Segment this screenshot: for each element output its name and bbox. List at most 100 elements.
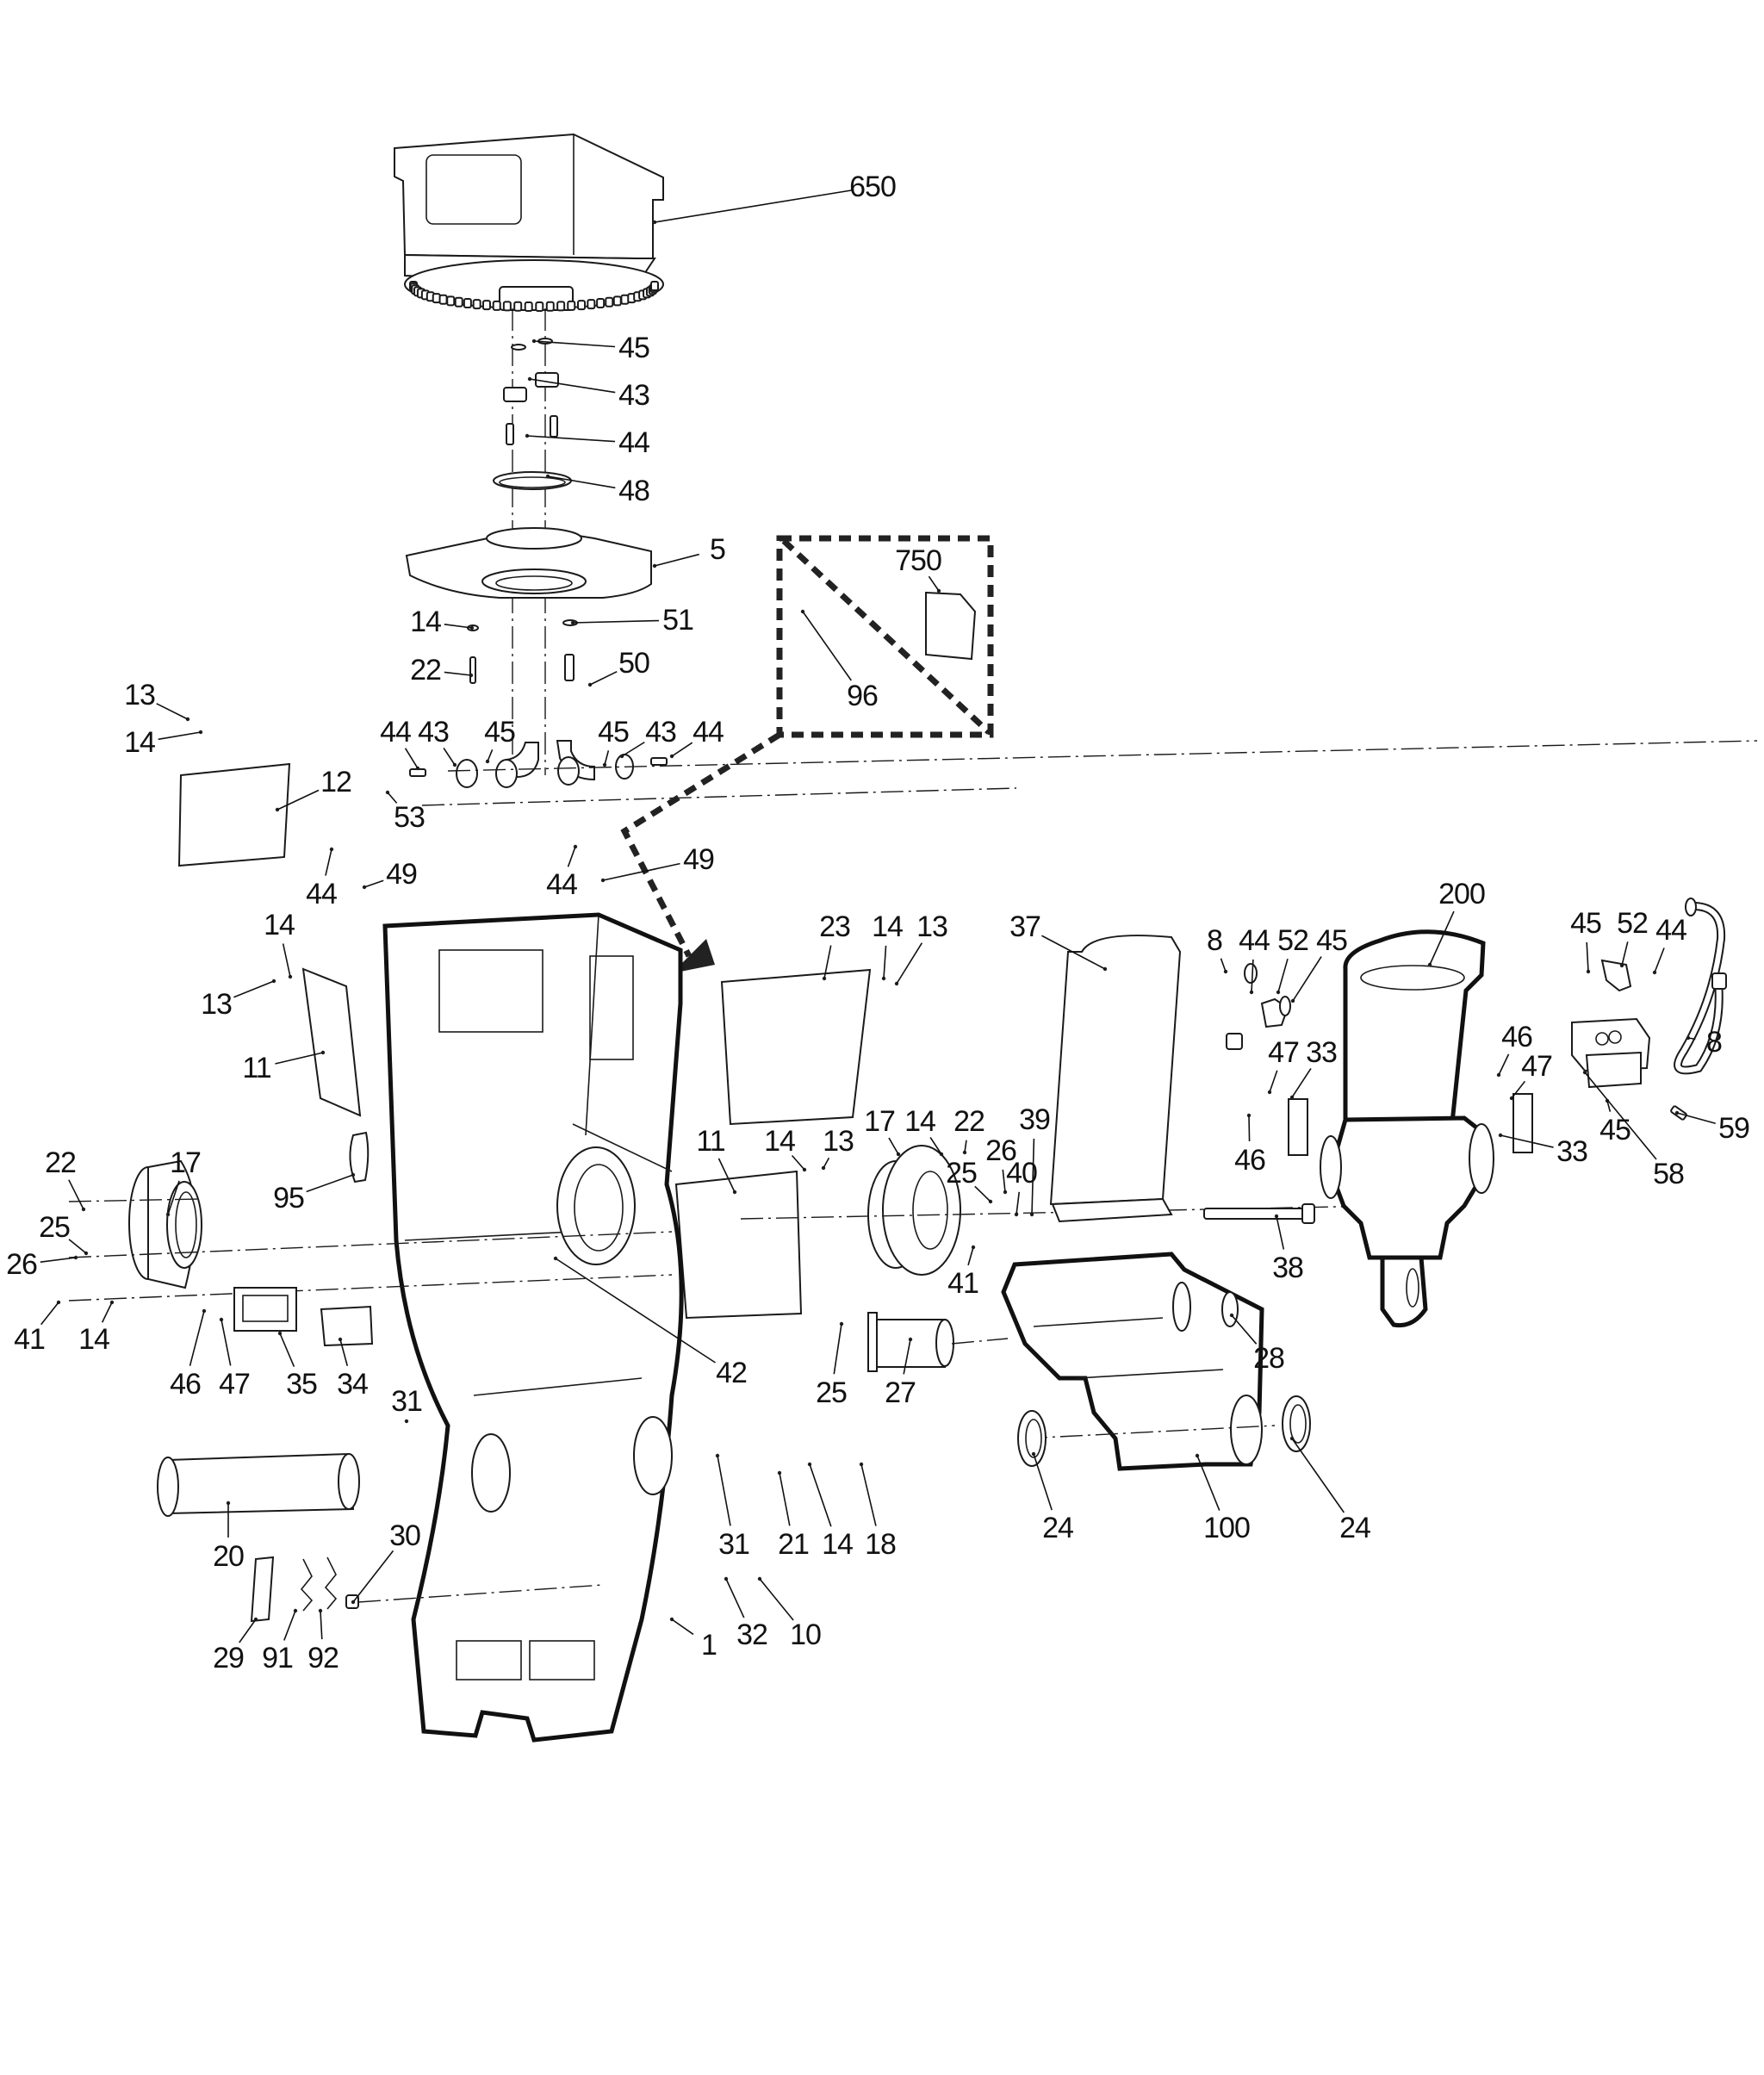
leader-line-13 [156,703,189,720]
callout-53: 53 [394,801,425,834]
callout-41: 41 [14,1323,46,1356]
adapter-plate [405,527,652,684]
bushing-right [740,1145,1379,1276]
leader-line-17 [167,1180,180,1215]
leader-line-43 [443,747,456,766]
callout-39: 39 [1019,1103,1051,1136]
callout-50: 50 [618,647,650,680]
elbow-52-right [1600,959,1632,992]
callout-22: 22 [45,1146,77,1179]
callout-14: 14 [872,910,904,943]
callout-29: 29 [213,1642,245,1674]
leader-line-750 [928,575,940,592]
leader-line-37 [1041,935,1106,970]
callout-45: 45 [1570,907,1602,940]
callout-11: 11 [696,1125,725,1158]
leader-line-46 [1498,1053,1510,1076]
leader-line-24 [1033,1453,1053,1511]
leader-line-58 [1584,1072,1657,1160]
leader-line-45 [1292,956,1322,1002]
leader-line-44 [1654,947,1665,973]
callout-59: 59 [1718,1112,1750,1145]
leader-line-29 [239,1618,257,1643]
leader-line-53 [387,792,398,804]
leader-line-35 [279,1333,295,1368]
elbow-52-left [1260,996,1291,1028]
callout-200: 200 [1438,878,1486,910]
callout-22: 22 [410,654,442,686]
callout-49: 49 [683,843,715,876]
hose-8-right [1674,898,1727,1075]
leader-line-200 [1429,910,1455,966]
valve-block-58 [1571,1017,1687,1121]
callout-25: 25 [39,1211,71,1244]
callout-38: 38 [1272,1252,1304,1284]
leader-line-47 [220,1319,232,1366]
callout-8: 8 [1706,1026,1723,1059]
leader-line-21 [779,1472,791,1526]
leader-line-92 [320,1610,323,1640]
leader-line-49 [363,879,384,888]
callout-11: 11 [242,1052,271,1084]
leader-line-43 [529,378,616,394]
callout-100: 100 [1203,1512,1251,1544]
callout-650: 650 [849,171,897,203]
leader-line-26 [40,1257,77,1264]
leader-line-8 [1220,958,1227,972]
callout-13: 13 [916,910,948,943]
callout-49: 49 [386,858,418,891]
callout-14: 14 [410,606,442,638]
pin-27 [867,1312,1009,1372]
plate-34 [320,1305,374,1347]
callout-46: 46 [1234,1144,1266,1177]
callout-14: 14 [264,909,295,941]
leader-line-32 [725,1578,745,1618]
callout-44: 44 [380,716,412,749]
callout-33: 33 [1306,1036,1338,1069]
callout-37: 37 [1009,910,1041,943]
leader-line-47 [1269,1070,1278,1093]
washer-24-left [1017,1410,1047,1467]
leader-line-14 [929,1136,942,1155]
leader-line-100 [1196,1455,1221,1511]
gear-tooth [556,301,566,312]
leader-line-44 [1251,959,1254,993]
callout-30: 30 [389,1519,421,1552]
gear-tooth [612,295,622,307]
leader-line-45 [1586,941,1589,972]
leader-line-12 [276,789,320,811]
cover-plate-12 [177,762,291,867]
callout-96: 96 [847,680,879,712]
callout-45: 45 [1316,924,1348,957]
callout-44: 44 [546,868,578,901]
callout-43: 43 [645,716,677,749]
callout-91: 91 [262,1642,294,1674]
shim-92 [324,1556,338,1610]
callout-13: 13 [823,1125,854,1158]
leader-line-95 [306,1174,354,1193]
cover-plate-11-right [674,1170,803,1320]
leader-line-44 [526,435,616,443]
gear-tooth [492,300,501,311]
leader-line-38 [1276,1215,1285,1250]
leader-line-96 [802,611,852,681]
callout-48: 48 [618,475,650,507]
leader-line-52 [1621,941,1629,966]
rotator-housing [394,133,664,312]
leader-line-25 [68,1239,87,1254]
hydraulic-cylinder [1320,929,1494,1328]
callout-41: 41 [947,1267,979,1300]
gear-tooth [650,281,659,291]
cover-plate-23 [720,968,872,1126]
callout-43: 43 [418,716,450,749]
leader-line-59 [1676,1112,1716,1124]
callout-24: 24 [1339,1512,1371,1544]
callout-44: 44 [693,716,724,749]
callout-12: 12 [320,766,352,798]
bolt-38 [1203,1203,1315,1224]
leader-line-39 [1031,1138,1035,1215]
cover-35 [233,1287,297,1332]
hose-elbows [409,740,1758,806]
callout-47: 47 [1268,1036,1300,1069]
callout-45: 45 [484,716,516,749]
